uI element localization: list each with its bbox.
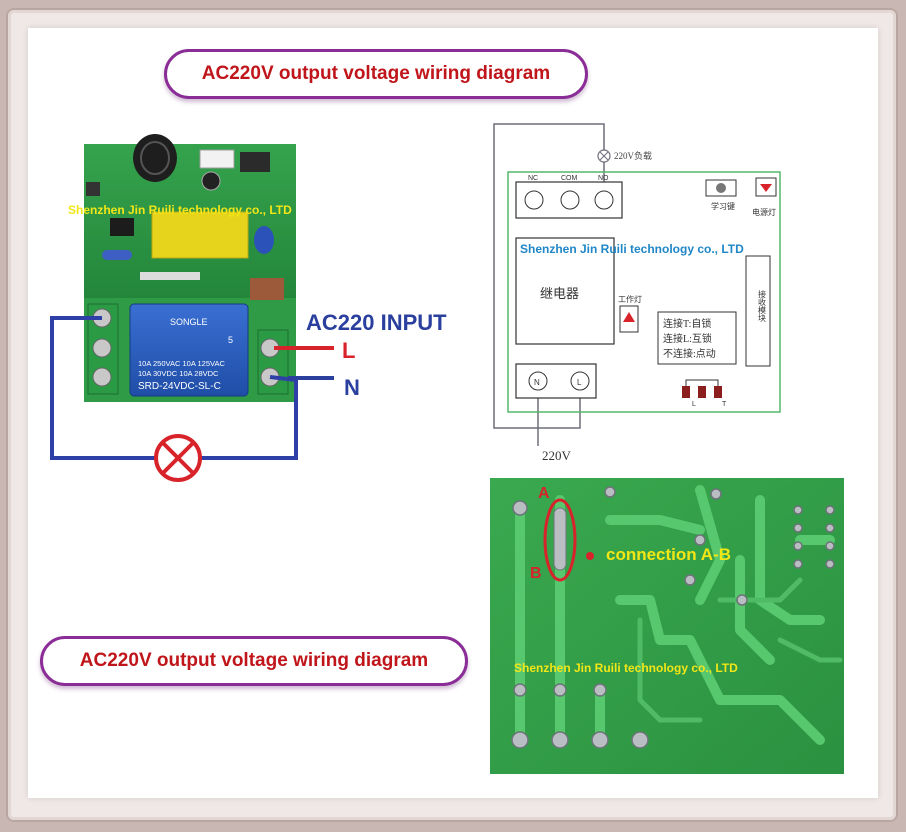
resistor [102,250,132,260]
chip-header [240,152,270,172]
pcb-back: A B connection A-B Shenzhen Jin Ruili te… [490,478,844,774]
ac220-input-label: AC220 INPUT [306,310,447,335]
terminal-no: NO [598,175,609,182]
watermark-pcb: Shenzhen Jin Ruili technology co., LTD [514,661,738,675]
mode-momentary: 不连接:点动 [663,347,716,360]
title-top-text: AC220V output voltage wiring diagram [201,63,551,84]
watermark-schematic: Shenzhen Jin Ruili technology co., LTD [520,242,744,256]
regulator-ic [110,218,134,236]
relay-model: SRD-24VDC-SL-C [138,381,221,392]
varistor [254,226,274,254]
load-label: 220V负载 [614,150,652,161]
terminal-nc: NC [528,175,538,182]
jumper-t-label: T [722,401,727,408]
fuse [250,278,284,300]
jumper-3 [714,386,722,398]
capacitor [201,171,221,191]
neutral-label: N [344,375,360,400]
solder-pads [511,486,835,749]
relay-block [515,237,615,345]
title-top: AC220V output voltage wiring diagram [164,49,588,99]
terminal-l: L [577,378,582,387]
learn-key-label: 学习键 [711,201,735,211]
antenna-coil [133,134,177,182]
relay [129,303,249,397]
relay-rating-2: 10A 30VDC 10A 28VDC [138,369,219,378]
power-module [151,211,249,259]
receiver-module-label: 接收模块 [758,289,767,323]
crystal [199,149,235,169]
mode-box [657,311,737,365]
relay-block-label: 继电器 [540,286,579,301]
point-a-label: A [538,485,550,502]
power-led-label: 电源灯 [752,207,776,217]
receiver-module [745,255,771,367]
schematic-load-wire [493,123,605,429]
screw-3 [92,367,112,387]
relay-rating-1: 10A 250VAC 10A 125VAC [138,359,225,368]
pcb-back-board [490,478,844,774]
terminal-n: N [534,378,540,387]
connection-ab-label: connection A-B [606,545,731,564]
relay-brand: SONGLE [170,317,208,327]
relay-number: 5 [228,335,233,345]
schematic: 220V负载 NC COM NO 学习键 电源灯 继电器 Shenzhen Ji… [490,122,784,463]
supply-label: 220V [542,448,572,463]
ab-highlight-ring [543,498,577,582]
left-board: SONGLE 5 10A 250VAC 10A 125VAC 10A 30VDC… [50,134,447,482]
jumper-l-label: L [692,401,696,408]
watermark-left: Shenzhen Jin Ruili technology co., LTD [68,203,292,217]
point-b-label: B [530,565,542,582]
terminal-com: COM [561,175,578,182]
mode-self-lock: 连接T:自锁 [663,317,711,330]
mode-interlock: 连接L:互锁 [663,332,712,345]
button-learn [86,182,100,196]
title-bottom-text: AC220V output voltage wiring diagram [79,650,429,671]
title-bottom: AC220V output voltage wiring diagram [40,636,468,686]
line-label: L [342,338,355,363]
jumper-1 [682,386,690,398]
screw-2 [92,338,112,358]
work-led-label: 工作灯 [618,294,642,304]
jumper-2 [698,386,706,398]
ab-solder-joint [553,507,567,571]
schematic-board-outline [507,171,781,413]
